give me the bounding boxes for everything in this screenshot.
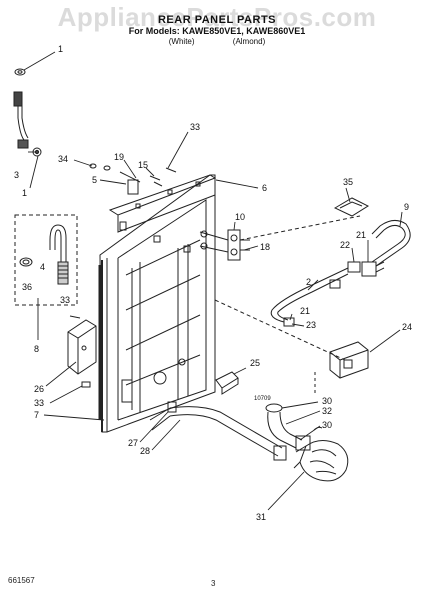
part-28-drain-hose bbox=[149, 401, 287, 461]
callout-33b: 33 bbox=[60, 295, 70, 305]
callout-22: 22 bbox=[340, 240, 350, 250]
page-number: 3 bbox=[211, 579, 216, 588]
callout-32: 32 bbox=[322, 406, 332, 416]
callout-19: 19 bbox=[114, 152, 124, 162]
variant-almond: (Almond) bbox=[232, 37, 266, 46]
part-7-rear-panel bbox=[98, 174, 216, 433]
part-4-hose bbox=[49, 224, 69, 285]
part-25-clip bbox=[215, 371, 239, 395]
diagram-title: REAR PANEL PARTS bbox=[157, 14, 276, 26]
callout-36: 36 bbox=[22, 282, 32, 292]
callout-34: 34 bbox=[58, 154, 68, 164]
callout-15: 15 bbox=[138, 160, 148, 170]
callout-24: 24 bbox=[402, 322, 412, 332]
callout-28: 28 bbox=[140, 446, 150, 456]
kit-8-dashed-box bbox=[14, 214, 78, 306]
callout-6: 6 bbox=[262, 183, 267, 193]
diagram-part-number: 661567 bbox=[8, 576, 35, 585]
callout-21a: 21 bbox=[356, 230, 366, 240]
callout-18: 18 bbox=[260, 242, 270, 252]
callout-10: 10 bbox=[235, 212, 245, 222]
callout-23: 23 bbox=[306, 320, 316, 330]
callout-7: 7 bbox=[34, 410, 39, 420]
color-variants: (White) (Almond) bbox=[0, 37, 434, 46]
callout-26: 26 bbox=[34, 384, 44, 394]
callout-30a: 30 bbox=[322, 396, 332, 406]
part-36-clamp bbox=[19, 257, 33, 267]
part-3-inlet-fitting bbox=[13, 91, 42, 157]
part-1-washer bbox=[14, 68, 26, 76]
leader-lines bbox=[23, 51, 403, 511]
callout-33c: 33 bbox=[34, 398, 44, 408]
callout-1a: 1 bbox=[58, 44, 63, 54]
callout-35: 35 bbox=[343, 177, 353, 187]
callout-4: 4 bbox=[40, 262, 45, 272]
callout-27: 27 bbox=[128, 438, 138, 448]
callout-31: 31 bbox=[256, 512, 266, 522]
callout-30b: 30 bbox=[322, 420, 332, 430]
part-24-air-dome bbox=[329, 341, 369, 379]
part-31-pump bbox=[293, 426, 349, 482]
callout-25: 25 bbox=[250, 358, 260, 368]
callout-labels: 1 3 1 34 5 19 15 33 6 35 9 10 18 21 22 2… bbox=[14, 44, 412, 522]
callout-33a: 33 bbox=[190, 122, 200, 132]
part-35-bracket bbox=[333, 197, 370, 217]
callout-9: 9 bbox=[404, 202, 409, 212]
part-9-inlet-hose bbox=[371, 220, 411, 267]
small-part-label: 10709 bbox=[254, 396, 271, 402]
part-26-bracket bbox=[67, 319, 97, 388]
watermark: AppliancePartsPros.com bbox=[57, 2, 377, 32]
callout-5: 5 bbox=[92, 175, 97, 185]
callout-1b: 1 bbox=[22, 188, 27, 198]
model-list: For Models: KAWE850VE1, KAWE860VE1 bbox=[128, 26, 306, 36]
callout-8: 8 bbox=[34, 344, 39, 354]
callout-2: 2 bbox=[306, 277, 311, 287]
part-6-top-bracket bbox=[108, 174, 217, 233]
part-10-water-valve bbox=[199, 229, 250, 261]
callout-3: 3 bbox=[14, 170, 19, 180]
screw-hardware bbox=[89, 163, 177, 195]
part-2-hose bbox=[270, 267, 349, 327]
variant-white: (White) bbox=[168, 37, 195, 46]
callout-21b: 21 bbox=[300, 306, 310, 316]
